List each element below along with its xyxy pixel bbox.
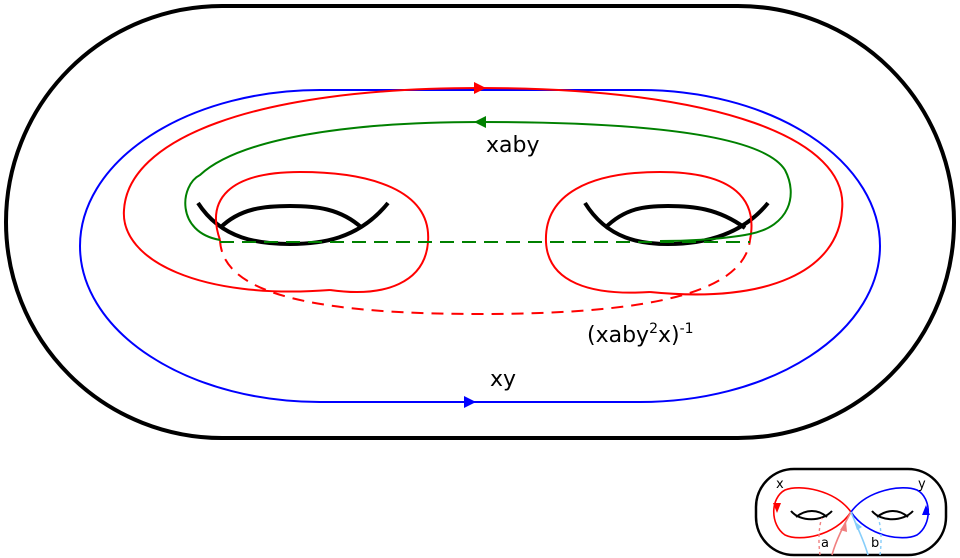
inset-label-y: y [918, 477, 926, 492]
label-red-exp2: -1 [680, 321, 694, 337]
label-green-loop: xaby [486, 133, 540, 158]
main-surface-diagram: xaby (xaby2x)-1 xy [4, 4, 956, 440]
inset-right-hole [871, 510, 914, 521]
blue-loop-xy [79, 89, 881, 403]
inset-loop-b [850, 511, 869, 556]
green-loop-arrow [474, 116, 486, 128]
label-red-base: (xaby [587, 323, 649, 348]
inset-loop-y [850, 487, 930, 539]
inset-arrow-y [922, 505, 930, 515]
label-red-loop: (xaby2x)-1 [587, 321, 694, 348]
blue-loop-arrow [464, 396, 476, 408]
inset-diagram: x y a b [754, 467, 948, 557]
inset-arrow-b [854, 521, 862, 530]
inset-label-b: b [871, 536, 879, 551]
inset-arrow-a [840, 521, 847, 532]
inset-surface-outline [754, 467, 948, 557]
inset-left-hole [790, 510, 833, 521]
red-loop-left-lobe [215, 170, 430, 293]
red-loop-right-lobe [544, 170, 753, 294]
label-red-mid: x) [658, 323, 680, 348]
surface-outline [4, 4, 956, 440]
red-loop-dashed-back [219, 239, 751, 316]
red-loop-arrow [474, 82, 486, 94]
right-hole [583, 201, 770, 247]
inset-label-a: a [821, 536, 829, 551]
inset-loop-a [831, 511, 852, 556]
label-blue-loop: xy [490, 367, 516, 392]
inset-arrow-x [773, 503, 781, 513]
label-red-exp1: 2 [649, 321, 658, 337]
inset-loop-x [772, 487, 852, 539]
left-hole [196, 201, 390, 247]
green-loop-xaby [184, 120, 792, 242]
inset-label-x: x [776, 477, 784, 492]
